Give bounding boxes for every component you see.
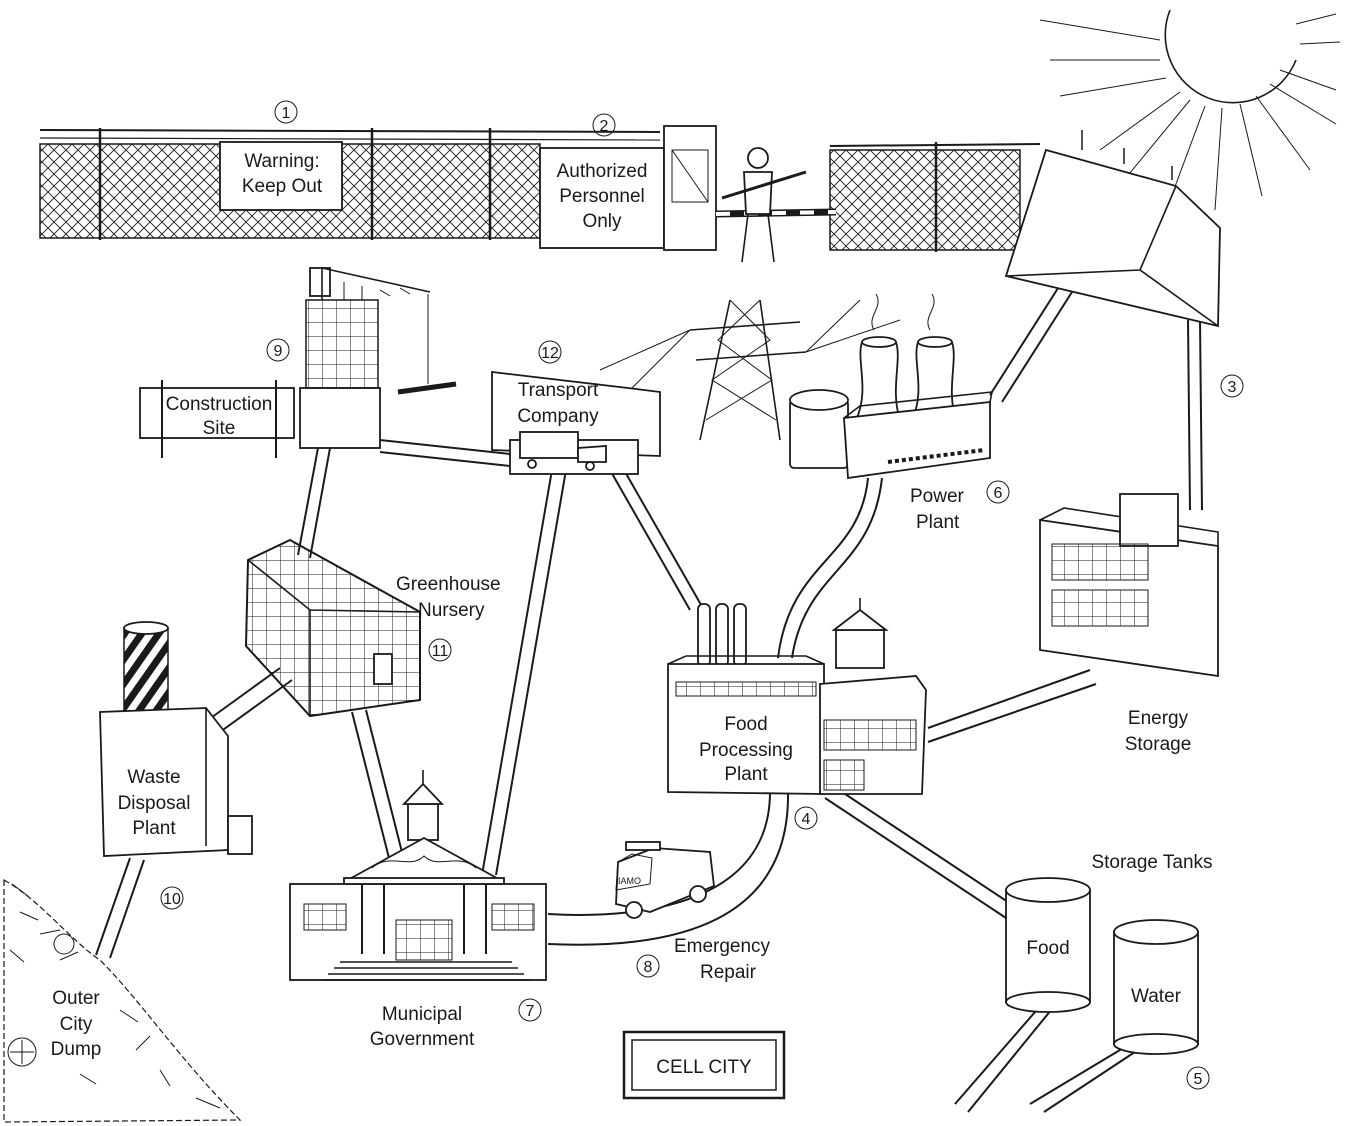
marker-10: 10	[160, 886, 184, 910]
marker-10-number: 10	[163, 891, 181, 908]
waste-plant-line-3: Plant	[132, 818, 176, 839]
guard	[721, 147, 807, 263]
greenhouse-line-2: Nursery	[418, 600, 485, 621]
energy-storage-line-1: Energy	[1128, 708, 1189, 729]
tank-food-label: Food	[1026, 938, 1069, 959]
title-text: CELL CITY	[656, 1057, 752, 1078]
transport-company: Transport Company	[491, 370, 661, 475]
dump-line-2: City	[60, 1014, 93, 1035]
emergency-repair-line-2: Repair	[700, 962, 757, 983]
transport-company-line-2: Company	[517, 406, 599, 427]
marker-7: 7	[518, 998, 542, 1022]
municipal-government: Municipal Government	[289, 770, 547, 1050]
solar-collector	[1004, 130, 1221, 328]
power-plant-line-2: Plant	[916, 512, 960, 533]
marker-11: 11	[428, 638, 452, 662]
marker-2: 2	[592, 113, 616, 137]
waste-plant-line-1: Waste	[127, 767, 180, 788]
marker-3-number: 3	[1228, 379, 1237, 396]
truck-decal: IAMO	[618, 876, 641, 886]
gate: Authorized Personnel Only	[539, 125, 837, 251]
sun	[1039, 9, 1341, 211]
marker-8-number: 8	[644, 959, 653, 976]
power-plant: Power Plant	[789, 293, 993, 533]
marker-9-number: 9	[274, 343, 283, 360]
gate-sign-line-1: Authorized	[557, 161, 648, 182]
food-processing-plant: Food Processing Plant	[667, 598, 927, 795]
power-tower	[599, 299, 901, 441]
municipal-line-1: Municipal	[382, 1004, 462, 1025]
warning-sign-line-1: Warning:	[244, 151, 319, 172]
food-plant-line-1: Food	[724, 714, 767, 735]
gate-sign-line-2: Personnel	[559, 186, 645, 207]
food-plant-line-3: Plant	[724, 764, 768, 785]
marker-5-number: 5	[1194, 1071, 1203, 1088]
marker-4-number: 4	[802, 811, 811, 828]
marker-11-number: 11	[432, 643, 449, 660]
greenhouse-nursery: Greenhouse Nursery	[244, 538, 501, 718]
marker-6: 6	[986, 480, 1010, 504]
cell-city-title: CELL CITY	[622, 1030, 786, 1100]
marker-3: 3	[1220, 374, 1244, 398]
greenhouse-line-1: Greenhouse	[396, 574, 501, 595]
roads	[95, 284, 1203, 1113]
outer-city-dump: Outer City Dump	[3, 878, 242, 1123]
warning-sign-line-2: Keep Out	[242, 176, 323, 197]
marker-4: 4	[794, 806, 818, 830]
storage-tanks: Storage Tanks Food Water	[1005, 852, 1213, 1055]
transport-company-line-1: Transport	[518, 380, 599, 401]
food-plant-line-2: Processing	[699, 740, 793, 761]
storage-tanks-label: Storage Tanks	[1091, 852, 1212, 873]
energy-storage: Energy Storage	[1039, 493, 1219, 755]
municipal-line-2: Government	[370, 1029, 475, 1050]
tank-water-label: Water	[1131, 986, 1182, 1007]
marker-1: 1	[274, 100, 298, 124]
emergency-repair-line-1: Emergency	[674, 936, 771, 957]
marker-8: 8	[636, 954, 660, 978]
warning-sign: Warning: Keep Out	[219, 141, 343, 211]
marker-6-number: 6	[994, 485, 1003, 502]
emergency-repair-truck: IAMO Emergency Repair	[615, 841, 771, 983]
waste-plant-line-2: Disposal	[118, 793, 191, 814]
construction-site-line-2: Site	[203, 418, 236, 439]
marker-7-number: 7	[526, 1003, 535, 1020]
waste-disposal-plant: Waste Disposal Plant	[99, 621, 253, 857]
marker-12: 12	[538, 340, 562, 364]
marker-12-number: 12	[541, 345, 559, 362]
marker-9: 9	[266, 338, 290, 362]
dump-line-3: Dump	[51, 1039, 102, 1060]
construction-site: Construction Site	[139, 267, 457, 458]
construction-site-line-1: Construction	[166, 394, 273, 415]
gate-sign-line-3: Only	[582, 211, 622, 232]
marker-5: 5	[1186, 1066, 1210, 1090]
marker-2-number: 2	[600, 118, 609, 135]
dump-line-1: Outer	[52, 988, 100, 1009]
energy-storage-line-2: Storage	[1125, 734, 1192, 755]
power-plant-line-1: Power	[910, 486, 965, 507]
marker-1-number: 1	[282, 105, 291, 122]
